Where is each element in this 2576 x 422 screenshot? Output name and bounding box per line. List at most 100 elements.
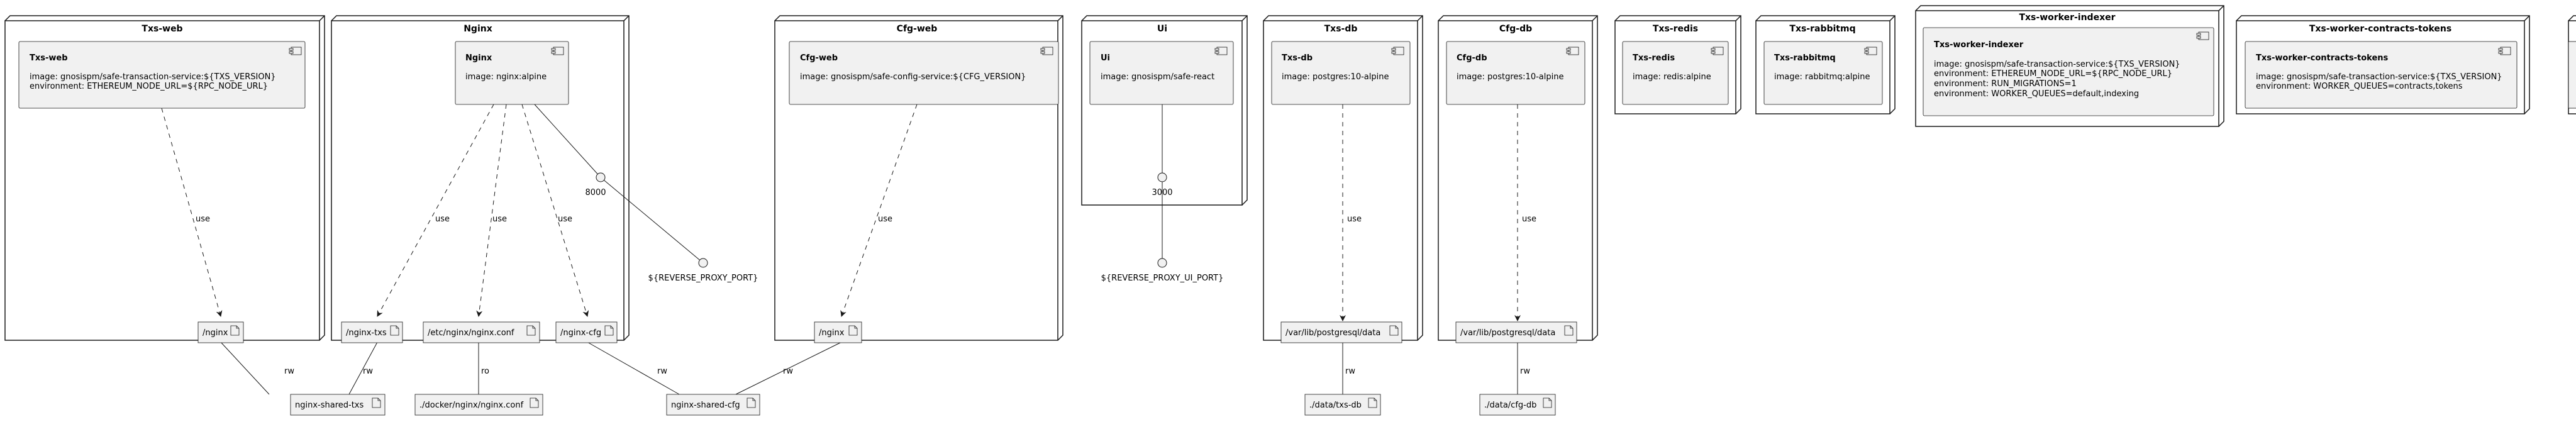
component-title: Ui: [1101, 53, 1110, 63]
component-line: image: gnosispm/safe-transaction-service…: [30, 72, 276, 82]
interface-reverse-proxy-ui-port: ${REVERSE_PROXY_UI_PORT}: [1101, 258, 1224, 283]
interface-reverse-proxy-port: ${REVERSE_PROXY_PORT}: [648, 258, 758, 283]
rw-label: rw: [657, 367, 667, 376]
file-nginx-txs: /nginx-txs: [341, 321, 403, 343]
node-title: Txs-worker-indexer: [2019, 13, 2115, 23]
file-label: /nginx-cfg: [560, 328, 601, 338]
rw-label: rw: [363, 367, 373, 376]
file-cfg-db-data: /var/lib/postgresql/data: [1455, 321, 1577, 343]
interface-label: 8000: [585, 188, 606, 197]
node-title: Txs-redis: [1653, 24, 1698, 34]
file-label: ./data/cfg-db: [1484, 401, 1536, 410]
component-line: environment: WORKER_QUEUES=contracts,tok…: [2256, 82, 2463, 91]
rw-label: rw: [783, 367, 793, 376]
component-title: Cfg-web: [800, 53, 838, 63]
file-nginx-cfg: /nginx-cfg: [555, 321, 618, 343]
file-data-txs-db: ./data/txs-db: [1304, 394, 1381, 416]
file-label: /nginx: [819, 328, 845, 338]
file-label: /nginx-txs: [346, 328, 387, 338]
file-label: /var/lib/postgresql/data: [1285, 328, 1380, 338]
file-txs-web-nginx: /nginx: [197, 321, 244, 343]
component-cfg-db: Cfg-db image: postgres:10-alpine: [1446, 41, 1585, 105]
component-line: image: nginx:alpine: [465, 72, 547, 82]
file-txs-db-data: /var/lib/postgresql/data: [1280, 321, 1402, 343]
component-line: image: gnosispm/safe-transaction-service…: [1934, 60, 2180, 69]
node-title: Cfg-web: [897, 24, 938, 34]
node-title: Cfg-db: [1499, 24, 1532, 34]
component-line: environment: RUN_MIGRATIONS=1: [1934, 79, 2077, 89]
file-label: /etc/nginx/nginx.conf: [428, 328, 514, 338]
component-title: Txs-rabbitmq: [1774, 53, 1836, 63]
component-line: image: gnosispm/safe-react: [1101, 72, 1214, 82]
component-line: environment: WORKER_QUEUES=default,index…: [1934, 89, 2139, 99]
component-txs-redis: Txs-redis image: redis:alpine: [1622, 41, 1729, 105]
component-title: Txs-worker-contracts-tokens: [2256, 53, 2389, 63]
use-edge: [476, 104, 507, 317]
use-label: use: [1347, 214, 1362, 224]
file-label: /var/lib/postgresql/data: [1460, 328, 1555, 338]
file-nginx-shared-txs: nginx-shared-txs: [290, 394, 386, 416]
component-title: Txs-worker-indexer: [1934, 40, 2024, 50]
file-label: nginx-shared-txs: [295, 401, 364, 410]
node-title: Txs-worker-contracts-tokens: [2309, 24, 2451, 34]
interface-label: ${REVERSE_PROXY_PORT}: [648, 274, 758, 283]
node-title: Txs-rabbitmq: [1789, 24, 1855, 34]
interface-3000: 3000: [1152, 172, 1173, 197]
component-partial: [2568, 41, 2576, 109]
component-txs-worker-indexer: Txs-worker-indexer image: gnosispm/safe-…: [1923, 27, 2214, 116]
node-title: Txs-db: [1324, 24, 1358, 34]
component-line: image: postgres:10-alpine: [1457, 72, 1563, 82]
ro-label: ro: [481, 367, 489, 376]
component-title: Nginx: [465, 53, 492, 63]
use-edge: [840, 104, 918, 317]
use-label: use: [1522, 214, 1536, 224]
file-label: /nginx: [203, 328, 228, 338]
mount-link: [220, 341, 270, 395]
file-data-cfg-db: ./data/cfg-db: [1479, 394, 1556, 416]
component-nginx: Nginx image: nginx:alpine: [455, 41, 569, 105]
use-label: use: [492, 214, 507, 224]
port-link: [600, 177, 704, 264]
component-line: image: gnosispm/safe-config-service:${CF…: [800, 72, 1026, 82]
interface-label: ${REVERSE_PROXY_UI_PORT}: [1101, 274, 1224, 283]
file-docker-nginx-conf: ./docker/nginx/nginx.conf: [414, 394, 543, 416]
rw-label: rw: [1520, 367, 1530, 376]
component-line: environment: ETHEREUM_NODE_URL=${RPC_NOD…: [30, 82, 268, 91]
interface-label: 3000: [1152, 188, 1172, 197]
component-line: environment: ETHEREUM_NODE_URL=${RPC_NOD…: [1934, 69, 2172, 79]
component-txs-db: Txs-db image: postgres:10-alpine: [1271, 41, 1411, 105]
component-txs-rabbitmq: Txs-rabbitmq image: rabbitmq:alpine: [1763, 41, 1883, 105]
component-title: Txs-redis: [1633, 53, 1675, 63]
component-cfg-web: Cfg-web image: gnosispm/safe-config-serv…: [789, 41, 1059, 105]
component-title: Txs-web: [30, 53, 68, 63]
node-title: Ui: [1157, 24, 1167, 34]
file-label: ./data/txs-db: [1309, 401, 1362, 410]
component-txs-web: Txs-web image: gnosispm/safe-transaction…: [18, 41, 306, 109]
port-link: [534, 104, 601, 178]
rw-label: rw: [284, 367, 294, 376]
use-edge: [161, 108, 223, 317]
component-line: image: postgres:10-alpine: [1282, 72, 1389, 82]
component-txs-worker-contracts-tokens: Txs-worker-contracts-tokens image: gnosi…: [2245, 41, 2518, 109]
component-line: image: rabbitmq:alpine: [1774, 72, 1870, 82]
interface-8000: 8000: [585, 172, 606, 197]
file-label: ./docker/nginx/nginx.conf: [419, 401, 524, 410]
file-cfg-web-nginx: /nginx: [814, 321, 862, 343]
component-line: image: redis:alpine: [1633, 72, 1711, 82]
mount-link: [735, 341, 842, 395]
rw-label: rw: [1345, 367, 1355, 376]
mount-link: [348, 341, 378, 395]
component-ui: Ui image: gnosispm/safe-react: [1089, 41, 1234, 105]
use-label: use: [558, 214, 572, 224]
node-title: Txs-web: [142, 24, 182, 34]
file-nginx-conf: /etc/nginx/nginx.conf: [423, 321, 540, 343]
use-label: use: [196, 214, 210, 224]
file-nginx-shared-cfg: nginx-shared-cfg: [666, 394, 760, 416]
component-title: Txs-db: [1282, 53, 1313, 63]
file-label: nginx-shared-cfg: [671, 401, 740, 410]
use-label: use: [878, 214, 892, 224]
use-edge: [521, 104, 589, 317]
component-title: Cfg-db: [1457, 53, 1487, 63]
use-label: use: [435, 214, 450, 224]
